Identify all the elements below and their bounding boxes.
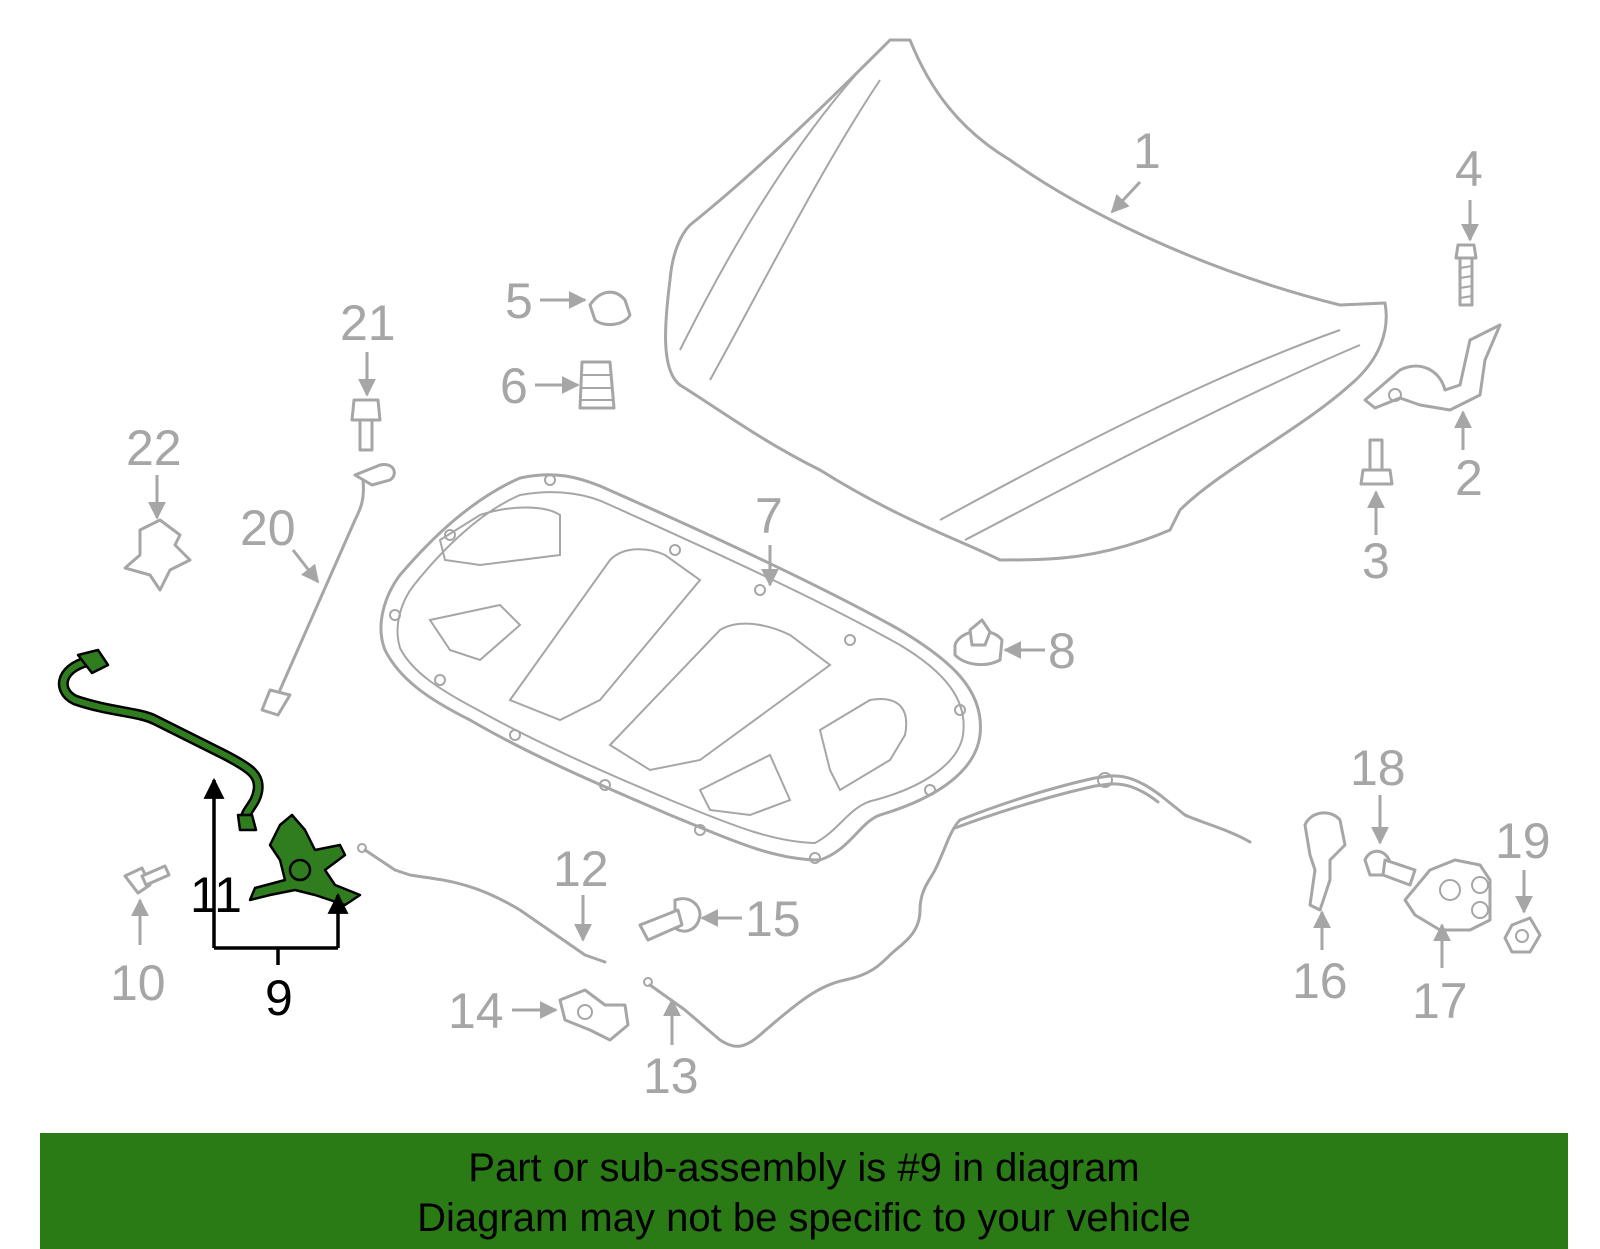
callout-9: 9 [265,970,293,1026]
lock-assembly [1403,858,1492,932]
release-cable-main [643,772,1252,1048]
callout-6: 6 [500,358,528,414]
release-handle [1303,811,1347,912]
callout-4: 4 [1455,141,1483,197]
leader-arrows [131,180,1533,1045]
prop-rod-clip [123,518,192,592]
hood-latch-assembly-highlighted [57,648,362,907]
banner-line-2: Diagram may not be specific to your vehi… [417,1196,1191,1240]
callout-2: 2 [1455,450,1483,506]
callout-labels: 1 2 3 4 5 6 7 8 9 10 11 12 13 14 15 16 1… [110,123,1551,1104]
banner-line-1: Part or sub-assembly is #9 in diagram [468,1146,1140,1190]
latch-bolt [123,864,171,895]
callout-17: 17 [1412,973,1468,1029]
hood-cushion [578,360,616,410]
insulator-clip [953,618,1004,667]
parts-diagram: 1 2 3 4 5 6 7 8 9 10 11 12 13 14 15 16 1… [57,38,1551,1104]
hood-insulator [379,473,982,864]
hood-panel [664,38,1388,562]
hood-hinge [1363,323,1502,412]
hood-bumper [588,290,632,327]
prop-rod-bolt [350,398,382,452]
hinge-bolt-top [1454,243,1478,307]
callout-11: 11 [190,867,242,923]
callout-8: 8 [1048,623,1076,679]
callout-1: 1 [1133,123,1161,179]
hinge-bolt-bottom [1359,438,1394,486]
callout-22: 22 [126,420,182,476]
callout-21: 21 [340,295,396,351]
callout-18: 18 [1350,740,1406,796]
callout-12: 12 [553,841,609,897]
cable-bracket [558,988,630,1042]
callout-15: 15 [745,891,801,947]
release-cable-front [357,843,607,964]
callout-7: 7 [755,488,783,544]
callout-19: 19 [1495,813,1551,869]
callout-10: 10 [110,955,166,1011]
latch-bolt-15 [638,897,702,942]
callout-5: 5 [505,273,533,329]
callout-20: 20 [240,500,296,556]
lock-nut [1503,916,1542,954]
callout-13: 13 [643,1048,699,1104]
callout-3: 3 [1362,533,1390,589]
callout-bracket-9 [203,777,349,965]
hood-prop-rod [260,463,396,717]
callout-14: 14 [448,983,504,1039]
info-banner: Part or sub-assembly is #9 in diagram Di… [40,1133,1568,1249]
callout-16: 16 [1292,953,1348,1009]
handle-screw [1363,849,1417,887]
